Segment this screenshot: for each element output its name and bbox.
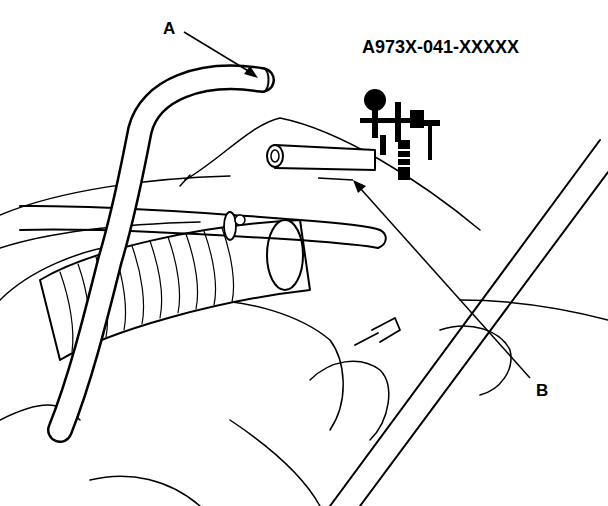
body-outline — [200, 300, 343, 430]
bar-bracket — [372, 318, 400, 342]
small-hose — [20, 230, 378, 248]
hose-a — [60, 77, 262, 430]
hose-clamp — [235, 215, 245, 225]
hose-a-end — [264, 68, 269, 92]
body-outline — [90, 476, 200, 506]
cable — [180, 175, 190, 186]
body-outline — [310, 361, 389, 440]
frame-bar — [360, 172, 608, 506]
small-hose-end — [378, 230, 386, 248]
cable — [185, 118, 480, 230]
small-hose — [20, 206, 380, 230]
tool-number-box: A973X-041-XXXXX — [362, 38, 519, 57]
hose-clamp — [224, 212, 236, 240]
hose-b-end — [267, 145, 283, 167]
tool-number: A973X-041-XXXXX — [362, 37, 519, 57]
bar-bracket — [355, 333, 378, 345]
boot-end — [267, 220, 303, 290]
frame-bar — [330, 140, 600, 506]
hose-a — [60, 77, 262, 430]
hose-b-bore — [271, 150, 279, 162]
part-label-box: B — [536, 382, 548, 400]
body-outline — [460, 300, 608, 320]
body-outline — [230, 420, 320, 506]
tool-symbol — [360, 89, 440, 180]
hose-b — [275, 145, 375, 170]
part-label: B — [536, 381, 548, 400]
leader-line — [184, 32, 530, 378]
part-label: A — [163, 19, 175, 38]
part-label-box: A — [163, 20, 175, 38]
